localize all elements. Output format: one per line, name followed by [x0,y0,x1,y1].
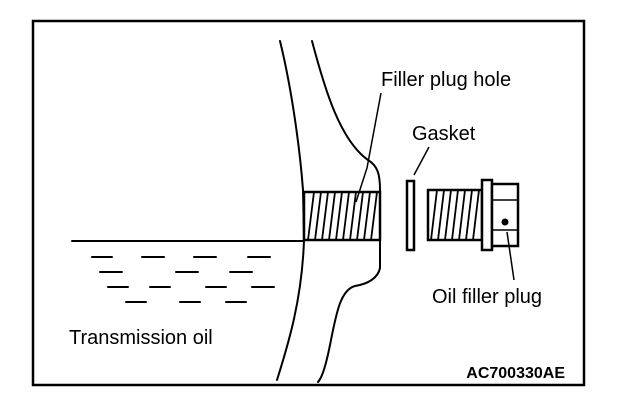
filler-plug-hole-threads [302,190,382,242]
oil-filler-plug-label: Oil filler plug [432,286,542,308]
filler-plug-hole-leader [355,92,382,203]
filler-plug-hole-label: Filler plug hole [381,69,511,91]
figure-frame [31,19,586,387]
gasket-ring [405,179,416,252]
gasket-leader [413,146,430,176]
case-wall-inner-edge [311,40,381,383]
figure-code: AC700330AE [466,365,565,382]
oil-surface-dashes [91,256,275,303]
oil-filler-plug-leader [506,231,515,281]
transmission-oil-label: Transmission oil [69,327,213,349]
oil-filler-plug [426,178,520,252]
gasket-label: Gasket [412,123,476,145]
case-wall-outer-edge [276,40,305,381]
